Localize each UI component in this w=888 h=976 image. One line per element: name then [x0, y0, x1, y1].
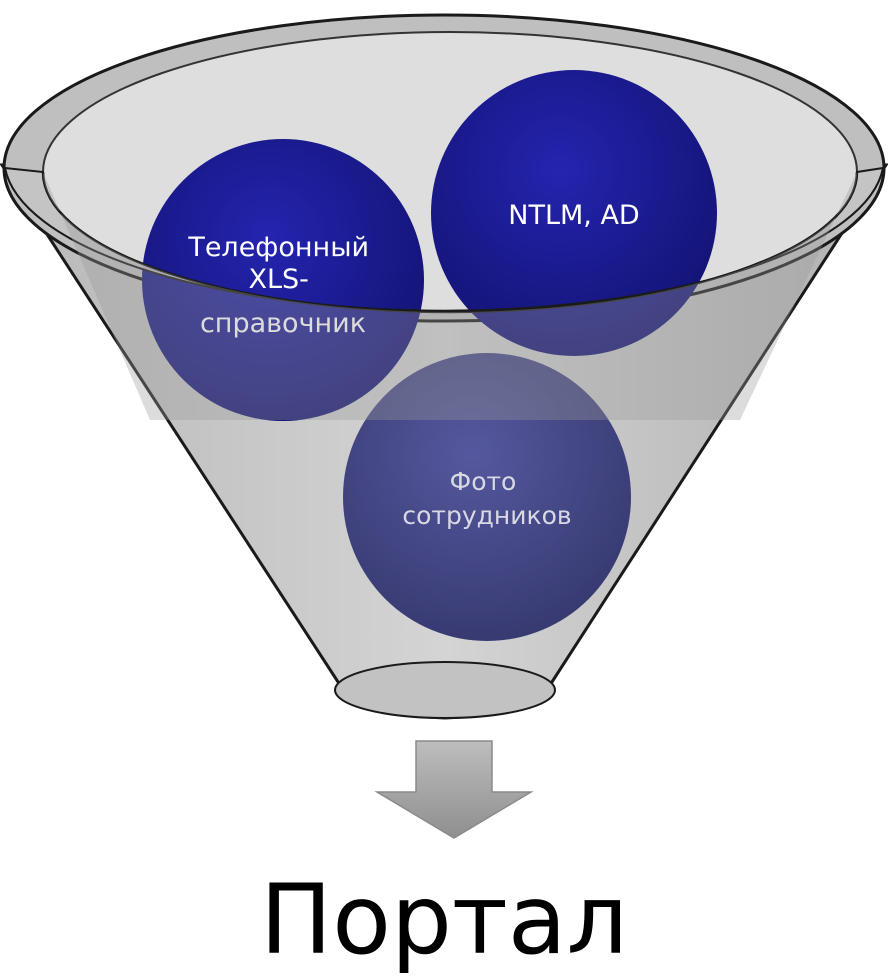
input-label-ntlm-ad: NTLM, AD [508, 200, 639, 231]
input-circle-photos [343, 353, 631, 641]
input-label-photos: Фото сотрудников [402, 467, 571, 530]
funnel-spout [334, 661, 556, 719]
down-arrow-icon [374, 740, 534, 839]
input-circle-phonebook [142, 139, 424, 421]
funnel-glass-overlay [43, 172, 857, 420]
input-label-phonebook: Телефонный XLS- справочник [187, 232, 377, 339]
input-circle-ntlm-ad [431, 70, 717, 356]
output-label-portal: Портал [260, 864, 628, 976]
funnel-rim-front-glass [41, 171, 859, 314]
